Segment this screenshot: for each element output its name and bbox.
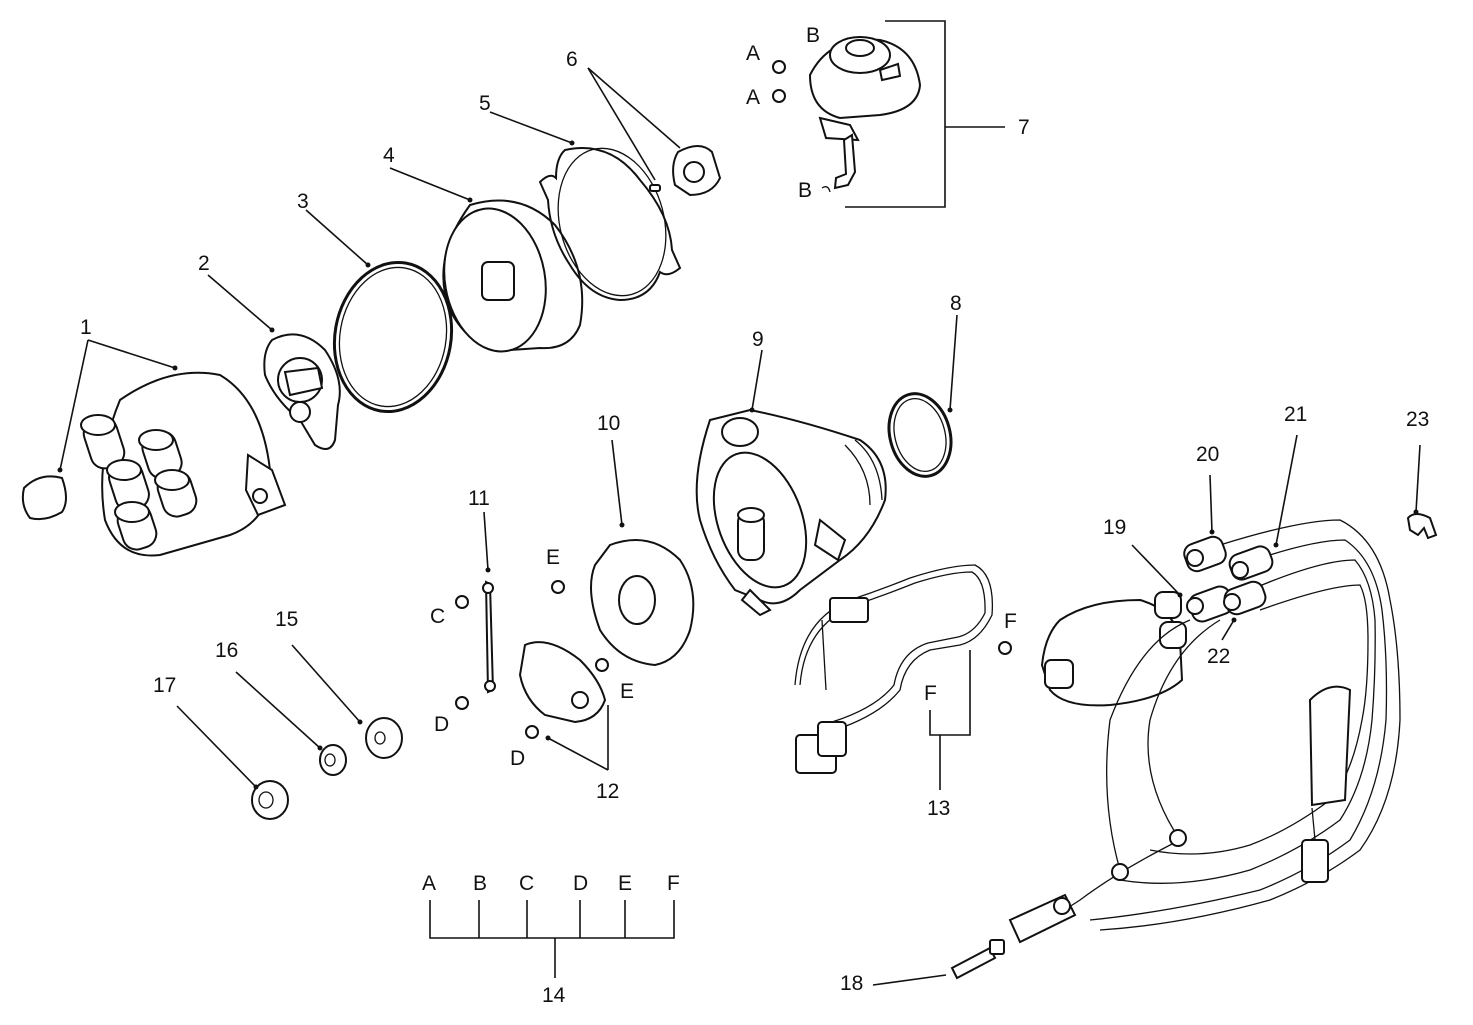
boot-20 <box>1183 535 1227 573</box>
rotor-plate <box>263 333 341 450</box>
callout-2: 2 <box>198 252 210 275</box>
letter-b-upper: B <box>806 24 820 47</box>
callout-21: 21 <box>1284 403 1307 426</box>
callout-19: 19 <box>1103 516 1126 539</box>
wiring-harness <box>794 564 1012 774</box>
callout-numbers: 1 2 3 4 5 6 7 8 9 10 11 12 13 14 15 16 1… <box>80 48 1429 1007</box>
letter-labels: A A B B C D D E E F F <box>430 24 1017 770</box>
legend-14: A B C D E F <box>422 872 680 895</box>
legend-letter-e: E <box>618 872 632 895</box>
clip-23 <box>1406 513 1438 540</box>
letter-e-lower: E <box>620 680 634 703</box>
clip-16 <box>319 744 347 776</box>
spark-plug-18 <box>950 939 1005 980</box>
callout-20: 20 <box>1196 443 1219 466</box>
washer-15 <box>365 717 403 759</box>
callout-22: 22 <box>1207 645 1230 668</box>
callout-16: 16 <box>215 639 238 662</box>
callout-23: 23 <box>1406 408 1429 431</box>
legend-letter-d: D <box>573 872 588 895</box>
letter-f-right: F <box>1004 610 1017 633</box>
callout-10: 10 <box>597 412 620 435</box>
letter-a-upper: A <box>746 42 760 65</box>
callout-17: 17 <box>153 674 176 697</box>
callout-14: 14 <box>542 984 566 1007</box>
lead-strip <box>455 580 496 710</box>
callout-1: 1 <box>80 316 92 339</box>
coil-19 <box>1040 591 1187 707</box>
contact-bracket <box>518 641 609 739</box>
vacuum-advance <box>772 36 922 193</box>
letter-d-bottom: D <box>510 747 525 770</box>
boot-21 <box>1228 545 1274 581</box>
gasket <box>538 147 682 302</box>
bushing-17 <box>251 780 289 820</box>
legend-letter-c: C <box>519 872 534 895</box>
letter-d-left: D <box>434 713 449 736</box>
callout-18: 18 <box>840 972 863 995</box>
distributor-housing <box>695 408 887 617</box>
callout-3: 3 <box>297 190 309 213</box>
distributor-cap <box>80 371 287 557</box>
letter-c: C <box>430 605 445 628</box>
breaker-plate <box>551 539 695 667</box>
legend-letter-f: F <box>667 872 680 895</box>
letter-f-harness: F <box>924 682 937 705</box>
callout-13: 13 <box>927 797 950 820</box>
callout-11: 11 <box>468 487 490 510</box>
leader-dots <box>57 140 1419 790</box>
callout-15: 15 <box>275 608 298 631</box>
callout-7: 7 <box>1018 116 1030 139</box>
letter-b-lower: B <box>798 179 812 202</box>
callout-12: 12 <box>596 780 619 803</box>
pickup-and-key <box>649 145 722 197</box>
legend-letter-a: A <box>422 872 436 895</box>
boot-22 <box>1186 580 1267 623</box>
shield-cover <box>442 199 584 353</box>
letter-e-upper: E <box>546 546 560 569</box>
o-ring <box>332 260 454 414</box>
legend-letter-b: B <box>473 872 487 895</box>
lead-wires <box>1008 519 1401 944</box>
callout-6: 6 <box>566 48 578 71</box>
letter-a-lower: A <box>746 86 760 109</box>
leader-lines <box>59 20 1421 986</box>
callout-8: 8 <box>950 292 962 315</box>
callout-5: 5 <box>479 92 491 115</box>
cap-rubber-boot <box>21 475 67 521</box>
callout-4: 4 <box>383 144 395 167</box>
callout-9: 9 <box>752 328 764 351</box>
housing-o-ring <box>887 392 953 478</box>
